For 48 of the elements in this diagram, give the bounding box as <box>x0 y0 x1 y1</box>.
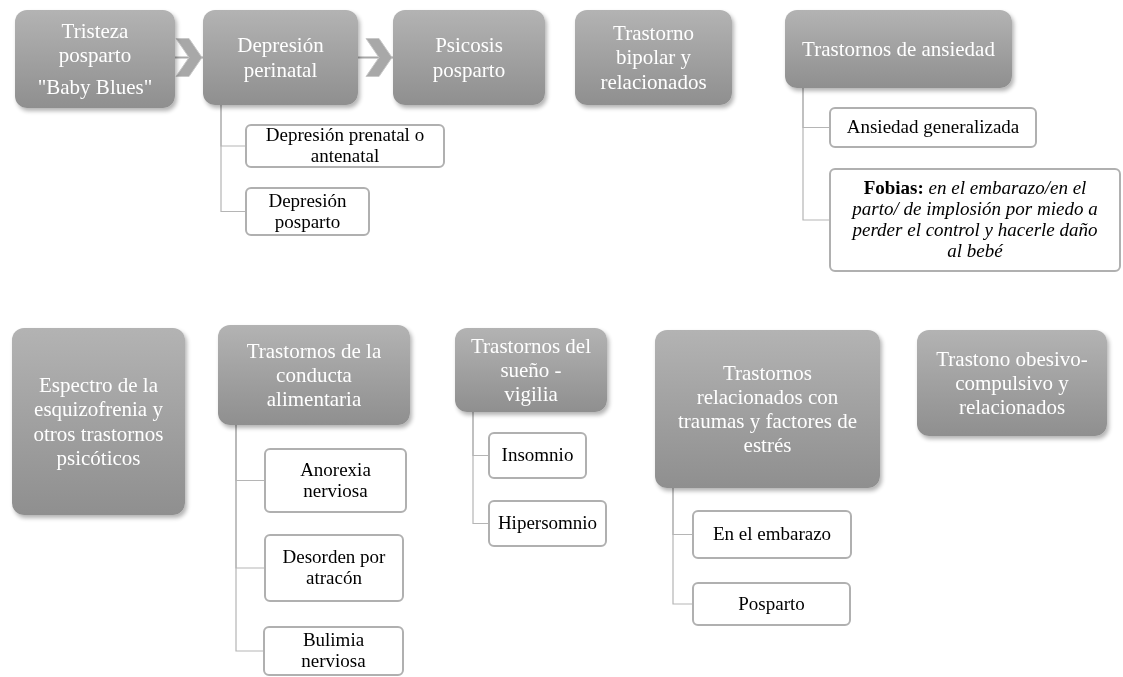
node-text: Depresión prenatal o antenatal <box>264 125 426 167</box>
subcategory-box <box>488 432 587 479</box>
category-box <box>12 328 185 515</box>
node-text: Trastornos relacionados con traumas y factores de estrés <box>677 360 858 458</box>
tree-connector <box>672 487 693 605</box>
tree-connector <box>472 411 489 525</box>
tree-connector <box>802 87 830 221</box>
node-text: Fobias: en el embarazo/en el parto/ de implosión por miedo a perder el control y hacerle daño al bebé <box>850 178 1099 262</box>
node-text: Trastornos del sueño - vigilia <box>471 333 591 407</box>
subcategory-box <box>692 582 851 626</box>
node-text: Posparto <box>738 593 805 615</box>
category-box <box>393 10 545 105</box>
tree-connector <box>235 424 264 652</box>
category-box <box>917 330 1107 436</box>
category-box <box>575 10 732 105</box>
subcategory-box <box>245 124 445 168</box>
category-box <box>15 10 175 108</box>
node-text: Hipersomnio <box>497 513 598 534</box>
node-text: Trastorno bipolar y relacionados <box>599 21 708 94</box>
node-text: Psicosis posparto <box>431 33 507 82</box>
subcategory-box <box>245 187 370 236</box>
node-text: Trastono obesivo-compulsivo y relacionados <box>935 346 1089 420</box>
node-text: Espectro de la esquizofrenia y otros trastornos psicóticos <box>32 373 165 470</box>
subcategory-box <box>488 500 607 547</box>
node-text: "Baby Blues" <box>37 75 153 100</box>
category-box <box>203 10 358 105</box>
subcategory-box <box>692 510 852 559</box>
node-text: Tristeza posparto <box>57 18 133 68</box>
subcategory-box <box>263 626 404 676</box>
node-text: Ansiedad generalizada <box>846 117 1020 138</box>
node-text: Trastornos de ansiedad <box>802 36 995 62</box>
node-text: Trastornos de la conducta alimentaria <box>245 338 383 412</box>
category-box <box>218 325 410 425</box>
category-box <box>655 330 880 488</box>
node-text: Depresión posparto <box>267 190 348 233</box>
category-box <box>785 10 1012 88</box>
subcategory-box <box>264 534 404 602</box>
tree-connector <box>220 104 246 213</box>
category-box <box>455 328 607 412</box>
subcategory-box <box>264 448 407 513</box>
node-text: Desorden por atracón <box>281 547 387 589</box>
node-text: Anorexia nerviosa <box>299 459 372 502</box>
node-text: Insomnio <box>501 445 574 466</box>
node-text: En el embarazo <box>712 524 832 545</box>
subcategory-box <box>829 168 1121 272</box>
subcategory-box <box>829 107 1037 148</box>
node-text: Bulimia nerviosa <box>300 630 367 672</box>
node-text: Depresión perinatal <box>236 33 325 82</box>
